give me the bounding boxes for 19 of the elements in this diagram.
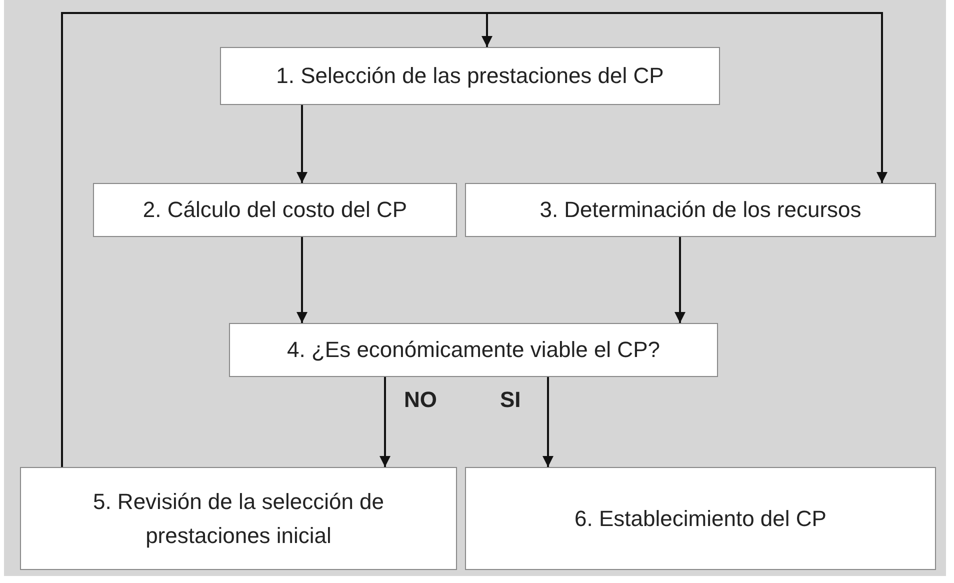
box-text: 5. Revisión de la selección de prestaciones inicial bbox=[92, 488, 386, 550]
edge-label: SI bbox=[500, 386, 521, 414]
process-box bbox=[465, 183, 936, 237]
process-box bbox=[220, 47, 720, 105]
arrow bbox=[296, 237, 308, 323]
box-text: 6. Establecimiento del CP bbox=[574, 504, 826, 532]
box-text: 2. Cálculo del costo del CP bbox=[142, 196, 408, 224]
box-text: 1. Selección de las prestaciones del CP bbox=[276, 62, 664, 90]
arrow bbox=[542, 377, 554, 467]
process-box bbox=[229, 323, 718, 377]
arrow bbox=[674, 237, 686, 323]
process-box bbox=[20, 467, 457, 570]
arrow bbox=[380, 377, 390, 467]
process-box bbox=[465, 467, 936, 570]
box-text: 3. Determinación de los recursos bbox=[540, 196, 862, 224]
process-box bbox=[93, 183, 457, 237]
arrow bbox=[296, 105, 308, 183]
edge-label: NO bbox=[404, 386, 437, 414]
box-text: 4. ¿Es económicamente viable el CP? bbox=[287, 336, 660, 364]
